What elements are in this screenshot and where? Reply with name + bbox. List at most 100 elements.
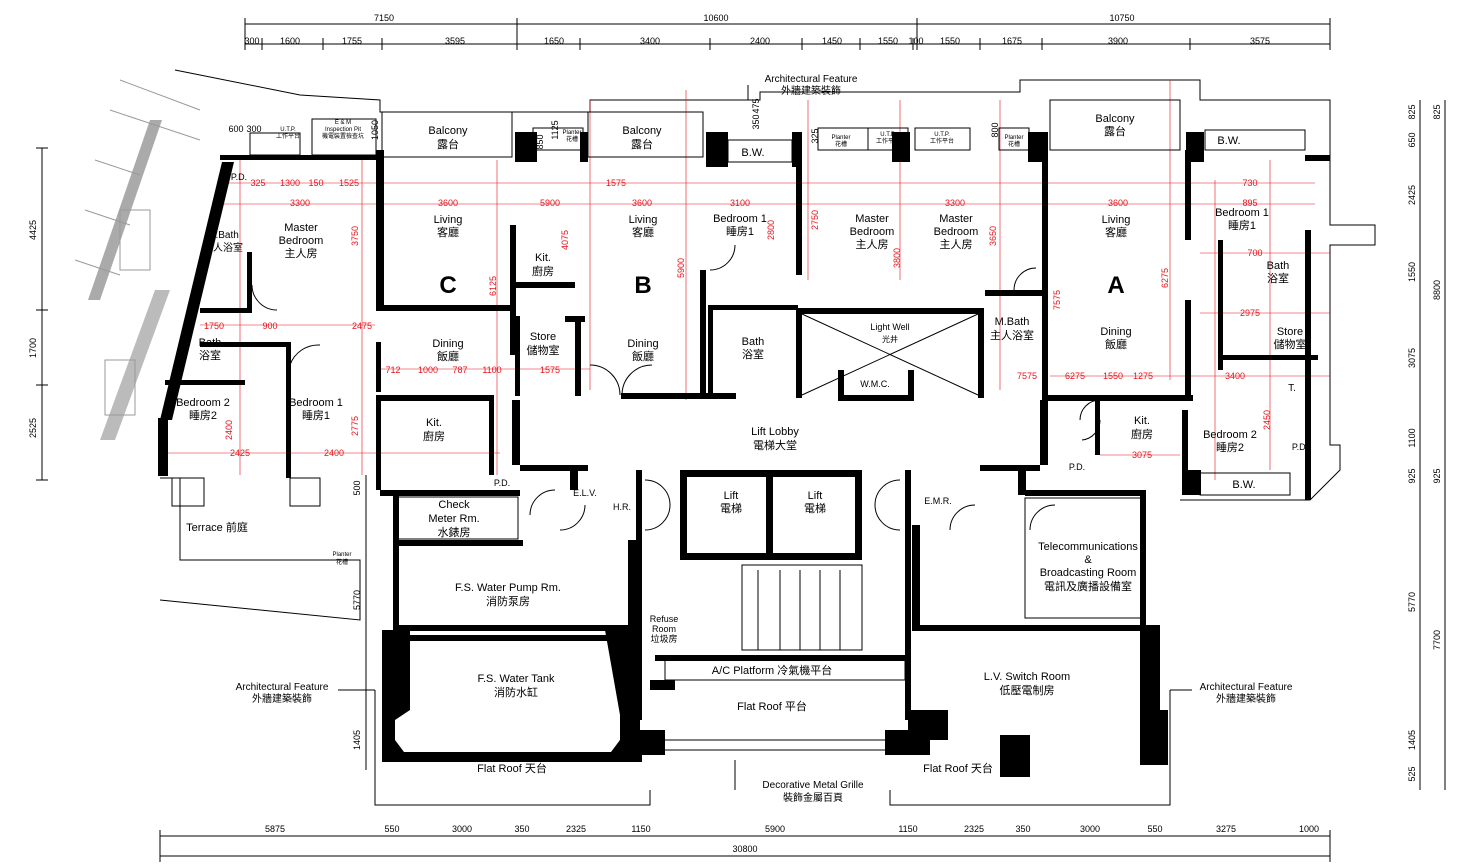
bottom-dim: 550: [1147, 824, 1162, 834]
red-dim: 3075: [1132, 450, 1152, 460]
balcony-b-label: Balcony: [622, 125, 662, 137]
store-b-zh: 儲物室: [527, 343, 560, 357]
bottom-dim: 1150: [898, 824, 917, 834]
store-a-zh: 儲物室: [1274, 337, 1307, 351]
arch-top: Architectural Feature: [765, 74, 858, 85]
lift-lobby-zh: 電梯大堂: [753, 438, 797, 452]
dining-a: Dining: [1100, 326, 1131, 338]
red-dim: 3750: [350, 226, 360, 246]
right-dim: 825: [1432, 104, 1442, 119]
bed2-a-zh: 睡房2: [1216, 441, 1244, 454]
bed2-c: Bedroom 2: [176, 397, 230, 409]
red-dim: 6275: [1160, 268, 1170, 288]
check-meter-zh: 水錶房: [438, 526, 471, 539]
top-dim: 1675: [1002, 36, 1022, 46]
red-dim: 3600: [632, 198, 652, 208]
left-architectural-feature: [74, 79, 201, 440]
red-dim: 712: [385, 365, 400, 375]
small-dim: 1125: [550, 120, 560, 139]
store-a: Store: [1277, 326, 1303, 338]
bottom-dim: 350: [514, 824, 529, 834]
bath-c: Bath: [199, 337, 222, 349]
red-dim: 3600: [438, 198, 458, 208]
elv: E.L.V.: [573, 488, 597, 498]
living-b: Living: [629, 214, 658, 226]
master-a: Master: [939, 213, 973, 225]
lift-lobby: Lift Lobby: [751, 426, 799, 438]
right-dim: 925: [1432, 468, 1442, 483]
small-black-dims: 600 300 1050 850 1125 350 475 325 800: [228, 98, 1000, 149]
left-dim: 500: [352, 480, 362, 495]
kit-b-zh: 廚房: [532, 264, 554, 278]
mbath-a: M.Bath: [995, 316, 1030, 328]
top-dim-10600: 10600: [703, 13, 728, 23]
balcony-a-label-zh: 露台: [1104, 124, 1126, 138]
red-dimension-labels: 325 1300 150 1525 3600 3300 1575 3600 31…: [204, 178, 1272, 460]
right-dim: 1100: [1407, 428, 1417, 447]
bottom-dim: 3275: [1216, 824, 1236, 834]
left-dim: 1700: [28, 338, 38, 358]
red-dim: 2750: [810, 210, 820, 230]
grille: Decorative Metal Grille: [762, 780, 864, 791]
dining-c: Dining: [432, 338, 463, 350]
bottom-dimension-lines: [159, 830, 1331, 862]
pd-c-top: P.D.: [231, 172, 247, 182]
red-dim: 325: [250, 178, 265, 188]
arch-right-zh: 外牆建築裝飾: [1216, 692, 1276, 705]
red-dim: 3300: [945, 198, 965, 208]
fs-tank: F.S. Water Tank: [477, 673, 555, 685]
balcony-c-label: Balcony: [428, 125, 468, 137]
hr: H.R.: [613, 502, 631, 512]
bw-b: B.W.: [741, 147, 764, 159]
bw-a-top: B.W.: [1217, 135, 1240, 147]
red-dim: 2800: [766, 220, 776, 240]
bath-a: Bath: [1267, 260, 1290, 272]
red-dim: 900: [262, 321, 277, 331]
check-meter: Check: [438, 499, 470, 511]
bottom-dim: 1150: [631, 824, 650, 834]
kit-a-zh: 廚房: [1131, 427, 1153, 441]
flat-roof-right: Flat Roof 天台: [923, 761, 993, 775]
grille-zh: 裝飾金屬百頁: [783, 791, 843, 804]
ac-platform: A/C Platform 冷氣機平台: [712, 663, 832, 677]
utp-2: U.T.P.: [880, 132, 896, 138]
bed2-c-zh: 睡房2: [189, 409, 217, 422]
right-dim: 2425: [1407, 185, 1417, 205]
dining-c-zh: 飯廳: [437, 349, 459, 363]
red-dim: 3650: [988, 226, 998, 246]
red-dim: 2450: [1262, 410, 1272, 430]
small-dim: 600: [228, 124, 243, 134]
bath-c-zh: 浴室: [199, 348, 221, 362]
bed1-a-zh: 睡房1: [1228, 219, 1256, 232]
mbath-c: M.Bath: [207, 230, 239, 241]
utp-3-zh: 工作平台: [930, 137, 954, 145]
check-meter-2: Meter Rm.: [428, 513, 479, 525]
bottom-dim: 3000: [1080, 824, 1100, 834]
top-dim: 3400: [640, 36, 660, 46]
emr: E.M.R.: [924, 496, 952, 506]
planter-3-zh: 花槽: [1008, 140, 1020, 148]
living-a: Living: [1102, 214, 1131, 226]
red-dim: 3800: [892, 248, 902, 268]
right-dimension-lines: [1419, 100, 1446, 790]
bottom-dim: 2325: [964, 824, 984, 834]
small-dim: 475: [751, 98, 761, 113]
bw-a-bottom: B.W.: [1232, 479, 1255, 491]
red-dim: 1575: [540, 365, 560, 375]
red-dim: 700: [1247, 248, 1262, 258]
room-labels: C B A Balcony 露台 Balcony 露台 Balcony 露台 L…: [176, 113, 1308, 775]
kit-a: Kit.: [1134, 415, 1150, 427]
red-dim: 1550: [1103, 371, 1123, 381]
red-dim: 730: [1242, 178, 1257, 188]
red-dim: 2400: [224, 420, 234, 440]
right-dim: 7700: [1432, 630, 1442, 650]
bottom-dim: 3000: [452, 824, 472, 834]
kit-c: Kit.: [426, 417, 442, 429]
red-dim: 1575: [606, 178, 626, 188]
red-dim: 2400: [324, 448, 344, 458]
red-dim: 4075: [560, 230, 570, 250]
lift1-zh: 電梯: [720, 502, 742, 515]
bed1-a: Bedroom 1: [1215, 207, 1269, 219]
left-dim: 1405: [352, 730, 362, 750]
living-c-zh: 客廳: [437, 225, 459, 239]
